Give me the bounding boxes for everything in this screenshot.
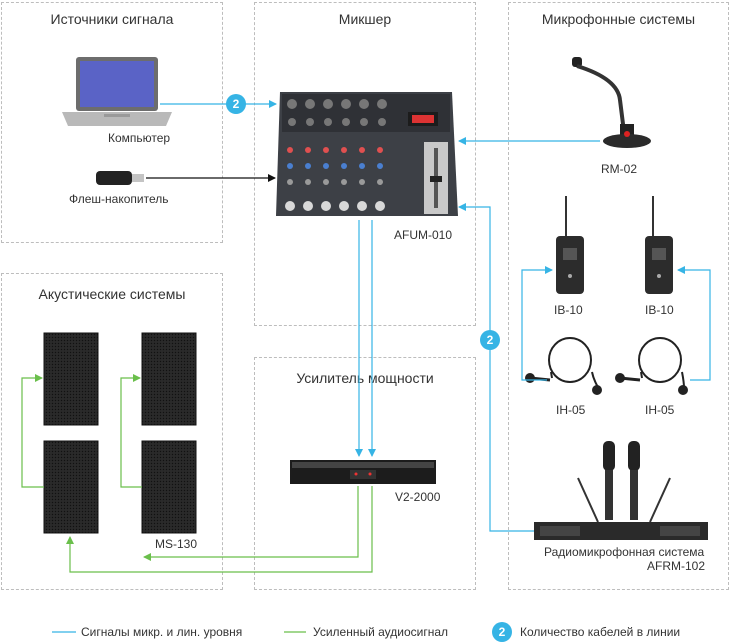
line-speaker-link-left [21, 374, 44, 488]
amp-panel: Усилитель мощности [254, 357, 476, 590]
bodypack-right-label: IB-10 [645, 303, 674, 317]
headset-left-icon [525, 337, 602, 395]
bodypack-right-icon [645, 196, 673, 294]
speaker-2-icon [43, 440, 99, 534]
amp-title: Усилитель мощности [296, 370, 434, 386]
gooseneck-label: RM-02 [601, 162, 638, 176]
headset-right-label: IH-05 [645, 403, 675, 417]
speaker-1-icon [43, 332, 99, 426]
legend-amplified-text: Усиленный аудиосигнал [313, 625, 449, 639]
line-amp-speakers-right [143, 486, 359, 561]
acoustic-panel: Акустические системы [1, 273, 223, 590]
line-radio-mixer [458, 203, 534, 532]
speakers-label: MS-130 [155, 537, 198, 551]
radio-system-label-line1: Радиомикрофонная система [544, 545, 705, 559]
mixer-icon [276, 92, 458, 216]
bodypack-left-label: IB-10 [554, 303, 583, 317]
mics-title: Микрофонные системы [541, 11, 696, 27]
line-amp-speakers-left [66, 486, 373, 573]
radio-receiver-icon [534, 441, 708, 540]
cable-count-badge-computer: 2 [226, 94, 246, 114]
radio-system-label-line2: AFRM-102 [647, 559, 706, 573]
cable-count-badge-radio: 2 [480, 330, 500, 350]
bodypack-left-icon [556, 196, 584, 294]
headset-right-icon [615, 337, 688, 395]
mixer-model-label: AFUM-010 [394, 228, 453, 242]
computer-label: Компьютер [108, 131, 171, 145]
laptop-icon [62, 57, 172, 126]
legend-cable-count-text: Количество кабелей в линии [520, 625, 681, 639]
line-bodypack-right [677, 266, 711, 381]
legend-badge-icon: 2 [492, 622, 512, 642]
flash-drive-label: Флеш-накопитель [69, 192, 169, 206]
acoustic-title: Акустические системы [38, 286, 186, 302]
sources-panel: Источники сигнала [1, 2, 223, 243]
gooseneck-mic-icon [572, 57, 651, 148]
mixer-title: Микшер [338, 11, 392, 27]
speaker-3-icon [141, 332, 197, 426]
mixer-panel: Микшер [254, 2, 476, 326]
sources-title: Источники сигнала [50, 11, 174, 27]
legend-signal-text: Сигналы микр. и лин. уровня [81, 625, 243, 639]
amplifier-icon [290, 460, 436, 484]
flash-drive-icon [96, 171, 144, 185]
amplifier-label: V2-2000 [395, 490, 441, 504]
headset-left-label: IH-05 [556, 403, 586, 417]
speaker-4-icon [141, 440, 197, 534]
mics-panel: Микрофонные системы [508, 2, 729, 590]
line-bodypack-left [521, 266, 553, 381]
line-speaker-link-right [120, 374, 142, 488]
